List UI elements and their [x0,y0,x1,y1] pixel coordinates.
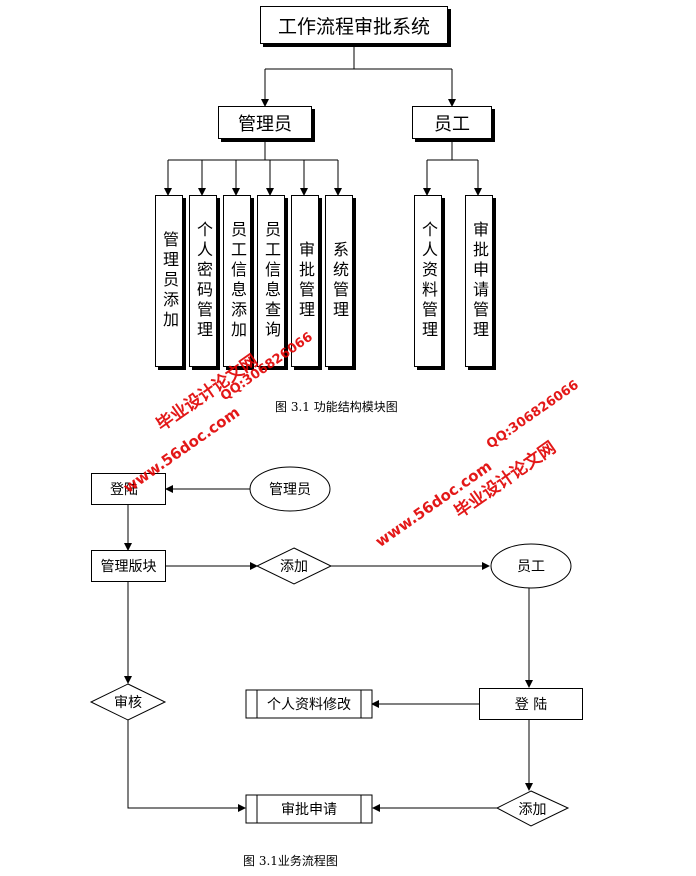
admin-module-node: 个人密码管理 [189,195,217,367]
admin-actor-label: 管理员 [269,482,311,498]
add2-decision-label: 添加 [518,801,547,818]
admin-module-label: 员工信息添加 [228,221,247,341]
approval-request-shape [245,794,373,824]
root-node-label: 工作流程审批系统 [277,15,430,38]
staff-actor-shape [490,543,572,589]
staff-actor-label: 员工 [517,559,545,575]
admin-module-label: 个人密码管理 [194,221,213,341]
admin-login-label: 登陆 [110,482,138,498]
staff-module-node: 审批申请管理 [465,195,493,367]
admin-panel-label: 管理版块 [100,559,157,575]
admin-actor-shape [249,466,331,512]
add2-diamond-shape [495,790,570,827]
admin-module-node: 员工信息添加 [223,195,251,367]
staff-module-label: 个人资料管理 [419,221,438,341]
admin-module-label: 系统管理 [330,241,349,321]
staff-module-label: 审批申请管理 [470,221,489,341]
structure-caption: 图 3.1 功能结构模块图 [275,400,398,414]
staff-node: 员工 [412,106,492,139]
staff-module-node: 个人资料管理 [414,195,442,367]
staff-login-box: 登 陆 [479,688,583,720]
profile-edit-label: 个人资料修改 [267,697,351,713]
approval-request-label: 审批申请 [281,802,337,818]
staff-login-label: 登 陆 [514,697,548,713]
admin-module-node: 审批管理 [291,195,319,367]
admin-panel-box: 管理版块 [91,550,166,582]
admin-module-label: 管理员添加 [160,231,179,331]
flow-caption: 图 3.1业务流程图 [243,854,338,868]
admin-module-node: 员工信息查询 [257,195,285,367]
profile-edit-shape [245,689,373,719]
review-decision-label: 审核 [114,695,142,711]
admin-module-label: 审批管理 [296,241,315,321]
review-diamond-shape [89,683,167,721]
admin-module-label: 员工信息查询 [262,221,281,341]
admin-module-node: 管理员添加 [155,195,183,367]
admin-node: 管理员 [218,106,312,139]
root-node: 工作流程审批系统 [260,6,448,44]
admin-module-node: 系统管理 [325,195,353,367]
add-decision-label: 添加 [280,559,308,575]
admin-login-box: 登陆 [91,473,166,505]
admin-node-label: 管理员 [238,113,292,135]
staff-node-label: 员工 [434,113,470,135]
add-diamond-shape [255,547,333,585]
